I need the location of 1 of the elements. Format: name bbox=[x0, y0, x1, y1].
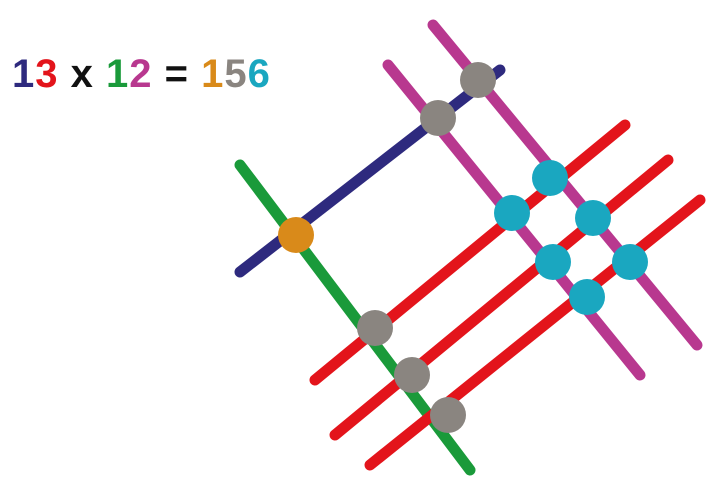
equation-text: 13 x 12 = 156 bbox=[12, 52, 271, 97]
